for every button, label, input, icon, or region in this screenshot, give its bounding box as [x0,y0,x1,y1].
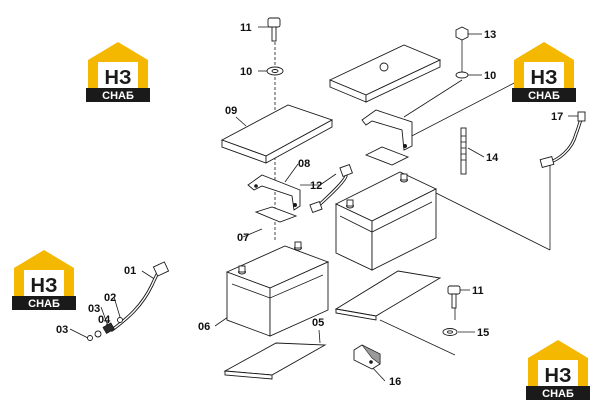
callout-10-right: 10 [484,70,496,82]
callout-12: 12 [310,180,322,192]
callout-10-left: 10 [240,66,252,78]
logo-mark: НЗ [31,275,58,297]
callout-15: 15 [477,327,489,339]
nut-top [455,26,469,41]
watermark-logo-top-left: НЗ СНАБ [86,42,150,102]
callout-11-top: 11 [240,22,252,34]
battery-tray-pad-rear [334,270,442,321]
watermark-logo-top-right: НЗ СНАБ [512,42,576,102]
battery-cable-left [87,261,170,341]
logo-caption: СНАБ [102,90,134,102]
cable-short [309,163,353,214]
logo-caption: СНАБ [528,90,560,102]
bolt-lower [447,285,461,309]
callout-07: 07 [237,232,249,244]
washer-right [455,71,469,79]
bolt-top [267,17,281,42]
battery-tray-pad-front [223,342,327,380]
threaded-rod [460,127,467,175]
callout-13: 13 [484,29,496,41]
logo-mark: НЗ [105,67,132,89]
callout-09: 09 [225,105,237,117]
battery-rear [334,171,438,271]
callout-04: 04 [98,314,111,326]
bracket-right [361,109,413,151]
callout-02: 02 [104,292,116,304]
callout-06: 06 [198,321,210,333]
callout-14: 14 [486,152,499,164]
callout-03-lower: 03 [56,324,68,336]
hold-down-plate-left [220,104,334,164]
watermark-logo-bottom-right: НЗ СНАБ [526,340,590,400]
mount-bracket-lower [353,344,381,370]
logo-mark: НЗ [545,365,572,387]
hold-down-plate-right [328,44,442,103]
bracket-left [247,174,301,211]
callout-01: 01 [124,265,136,277]
callout-17: 17 [551,111,563,123]
battery-front [225,241,330,337]
callout-03-upper: 03 [88,303,100,315]
callout-11-lower: 11 [472,285,484,297]
ground-cable [539,111,586,168]
logo-caption: СНАБ [28,298,60,310]
callout-labels: 11 10 09 08 12 07 13 10 17 14 01 02 03 0… [56,22,563,388]
washer-lower [442,328,458,336]
pad-small-left [254,206,298,223]
pad-small-right [364,146,410,166]
logo-caption: СНАБ [542,388,574,400]
washer-left [266,66,284,76]
callout-05: 05 [312,317,324,329]
logo-mark: НЗ [531,67,558,89]
callout-16: 16 [389,376,401,388]
watermark-logo-left: НЗ СНАБ [12,250,76,310]
callout-08: 08 [298,158,310,170]
